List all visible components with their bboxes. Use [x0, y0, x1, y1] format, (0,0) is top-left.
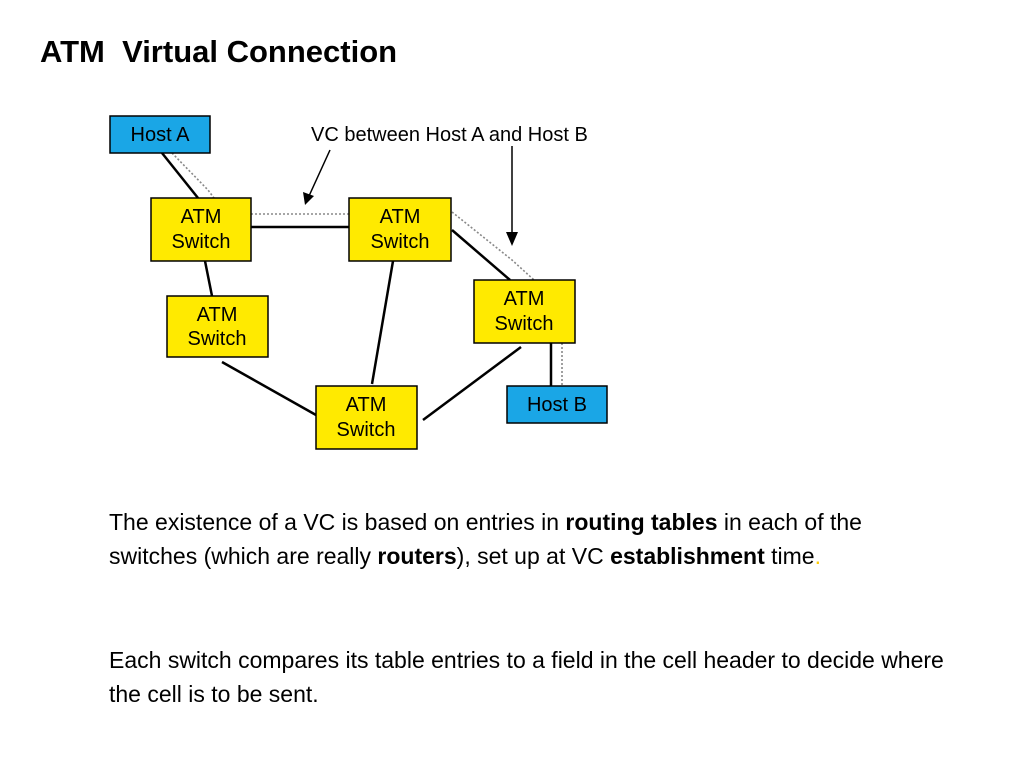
para1-text: ), set up at VC	[456, 543, 611, 569]
atm-switch-5: ATM Switch	[315, 385, 418, 450]
atm-switch-4: ATM Switch	[166, 295, 269, 358]
callout-arrow-left	[308, 149, 331, 197]
switch-3-line1: ATM	[504, 288, 545, 310]
routers-term: routers	[377, 543, 457, 569]
switch-3-line2: Switch	[495, 313, 554, 335]
atm-switch-2: ATM Switch	[348, 197, 452, 262]
vc-path	[171, 152, 215, 199]
callout-label: VC between Host A and Host B	[311, 124, 588, 146]
paragraph-cell-header: Each switch compares its table entries t…	[109, 647, 944, 707]
para1-text: The existence of a VC is based on entrie…	[109, 509, 566, 535]
switch-4-line1: ATM	[197, 304, 238, 326]
arrowhead-icon	[303, 192, 314, 205]
para1-text: in each of the switches (which are reall…	[109, 509, 862, 569]
slide-title: ATM Virtual Connection	[40, 34, 398, 69]
host-a-node: Host A	[109, 115, 211, 154]
atm-switch-1: ATM Switch	[150, 197, 252, 262]
link-switch4-switch5	[221, 360, 317, 417]
atm-network-diagram: VC between Host A and Host B Host A Host…	[109, 115, 608, 450]
link-hosta-switch1	[161, 152, 199, 199]
link-switch2-switch5	[370, 260, 395, 385]
vc-path-segment	[451, 211, 535, 281]
link-switch2-switch3	[451, 229, 511, 281]
link-switch3-switch5	[422, 345, 522, 422]
host-a-label: Host A	[131, 124, 191, 146]
routing-tables-term: routing tables	[565, 509, 718, 535]
atm-switch-3: ATM Switch	[473, 279, 576, 344]
switch-4-line2: Switch	[188, 328, 247, 350]
switch-1-line1: ATM	[181, 206, 222, 228]
establishment-term: establishment	[610, 543, 765, 569]
switch-1-line2: Switch	[172, 231, 231, 253]
host-b-label: Host B	[527, 394, 587, 416]
switch-2-line1: ATM	[380, 206, 421, 228]
accent-period: .	[814, 543, 821, 569]
switch-2-line2: Switch	[371, 231, 430, 253]
paragraph-vc-routing: The existence of a VC is based on entrie…	[109, 505, 949, 573]
switch-5-line2: Switch	[337, 419, 396, 441]
arrowhead-icon	[506, 232, 518, 246]
link-switch1-switch4	[203, 260, 214, 297]
switch-5-line1: ATM	[346, 394, 387, 416]
host-b-node: Host B	[506, 385, 608, 424]
para1-text: time	[764, 543, 815, 569]
